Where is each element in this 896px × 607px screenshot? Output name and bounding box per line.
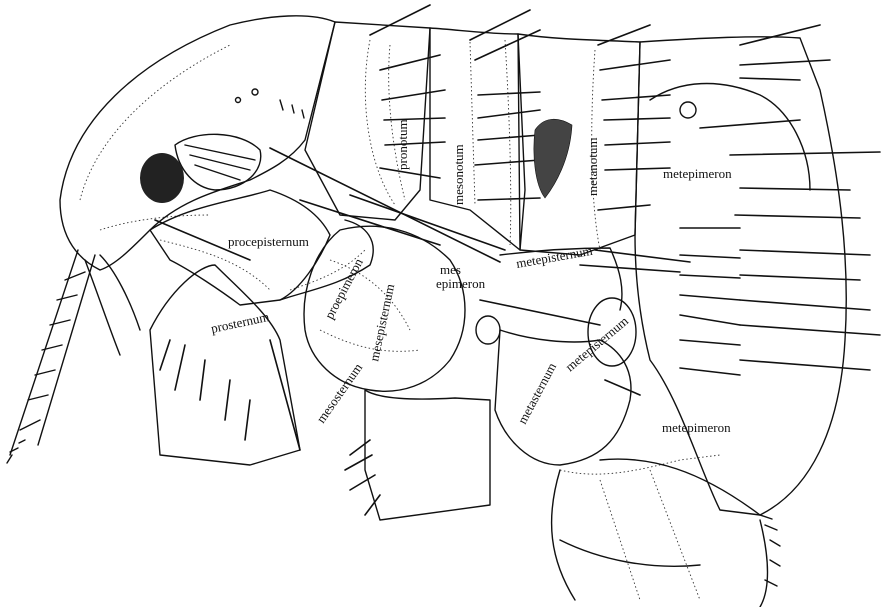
- mesonotum-plate: [430, 10, 572, 250]
- label-mesosternum: mesosternum: [313, 360, 365, 425]
- label-prosternum: prosternum: [210, 309, 271, 336]
- label-metepisternum-upper: metepisternum: [515, 243, 594, 271]
- label-pronotum: pronotum: [395, 119, 410, 170]
- label-proepimeron: proepimeron: [321, 255, 366, 321]
- head: [60, 16, 335, 270]
- label-mes-epimeron-1: mes: [440, 262, 461, 277]
- label-metanotum: metanotum: [585, 138, 600, 197]
- metepimeron-plate: [635, 25, 880, 515]
- antenna: [7, 250, 140, 463]
- label-mesepisternum: mesepisternum: [366, 283, 397, 363]
- label-metasternum: metasternum: [514, 360, 559, 426]
- label-metepimeron-lower: metepimeron: [662, 420, 731, 435]
- prothorax-ventral: [150, 190, 373, 465]
- label-mesonotum: mesonotum: [451, 144, 466, 205]
- pronotum-plate: [305, 5, 445, 220]
- label-mes-epimeron-2: epimeron: [436, 276, 486, 291]
- label-metepimeron-upper: metepimeron: [663, 166, 732, 181]
- label-procepisternum: procepisternum: [228, 234, 309, 249]
- label-metepisternum-lower: metepisternum: [562, 313, 631, 374]
- hind-coxa: [552, 470, 780, 607]
